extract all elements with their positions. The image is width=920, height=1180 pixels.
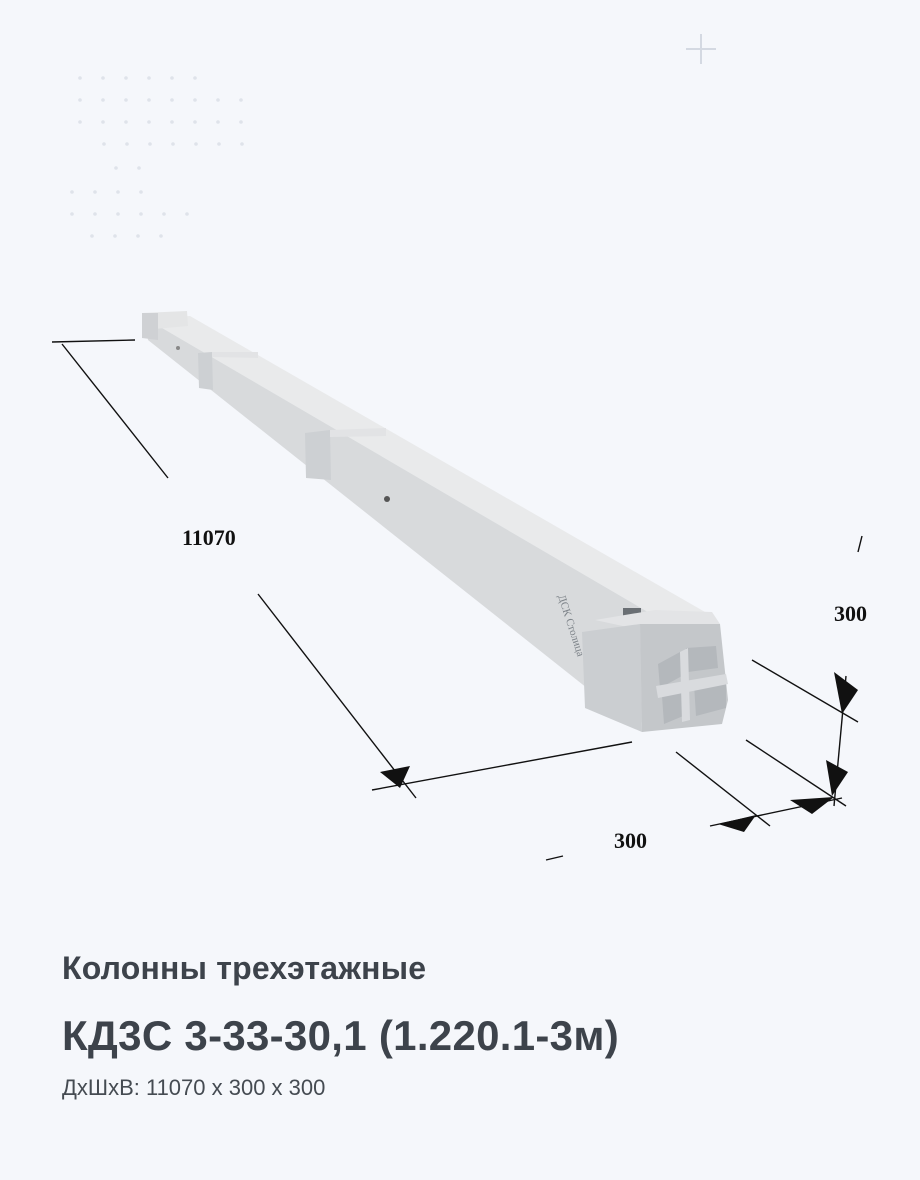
decor-dot xyxy=(147,76,151,80)
decor-dot xyxy=(70,190,74,194)
decor-dot xyxy=(78,98,82,102)
decor-dot xyxy=(216,120,220,124)
decor-dot xyxy=(101,76,105,80)
decor-dot xyxy=(171,142,175,146)
decor-dot xyxy=(217,142,221,146)
arrow-icon xyxy=(718,815,756,832)
decor-dot xyxy=(239,120,243,124)
decor-dot xyxy=(93,190,97,194)
column-end-front xyxy=(582,624,642,732)
decor-dot xyxy=(216,98,220,102)
decor-dot xyxy=(124,120,128,124)
decor-dot xyxy=(136,234,140,238)
decor-dot xyxy=(147,120,151,124)
column-render: ДСК Столица xyxy=(142,311,728,732)
product-drawing: ДСК Столица 11070 300 300 xyxy=(51,34,867,861)
decor-dot xyxy=(78,120,82,124)
height-label: 300 xyxy=(834,601,867,626)
decor-dot xyxy=(193,98,197,102)
column-console xyxy=(305,428,386,480)
length-label: 11070 xyxy=(182,525,236,550)
decor-dot xyxy=(170,76,174,80)
decor-dot xyxy=(78,76,82,80)
decor-dot xyxy=(148,142,152,146)
column-front-face xyxy=(145,318,665,730)
decor-dot xyxy=(139,212,143,216)
decor-dot xyxy=(113,234,117,238)
dimension-length xyxy=(51,339,633,799)
decor-dot xyxy=(170,98,174,102)
decor-dot xyxy=(101,120,105,124)
decor-dot xyxy=(159,234,163,238)
decor-dot xyxy=(147,98,151,102)
arrow-icon xyxy=(790,797,834,814)
decor-dot xyxy=(170,120,174,124)
decor-dot xyxy=(185,212,189,216)
product-title: КД3С 3-33-30,1 (1.220.1-3м) xyxy=(62,1012,619,1059)
decor-dot xyxy=(101,98,105,102)
arrow-icon xyxy=(380,766,410,788)
decor-dot xyxy=(125,142,129,146)
dimension-height xyxy=(751,535,863,807)
decor-dot xyxy=(139,190,143,194)
product-category: Колонны трехэтажные xyxy=(62,950,427,986)
decor-dot xyxy=(193,76,197,80)
decor-dot xyxy=(137,166,141,170)
decor-dot xyxy=(116,212,120,216)
decor-dot xyxy=(70,212,74,216)
decor-dot xyxy=(116,190,120,194)
decor-dot xyxy=(102,142,106,146)
decor-dot xyxy=(194,142,198,146)
decor-dot xyxy=(124,98,128,102)
product-dimensions: ДхШхВ: 11070 х 300 х 300 xyxy=(62,1075,326,1100)
decor-dot xyxy=(162,212,166,216)
column-top-face xyxy=(145,316,712,622)
decor-dot xyxy=(239,98,243,102)
decor-dot xyxy=(193,120,197,124)
arrow-icon xyxy=(834,672,858,714)
column-console xyxy=(198,352,258,390)
decor-dot xyxy=(240,142,244,146)
plus-icon xyxy=(686,34,716,64)
decor-dot xyxy=(90,234,94,238)
decor-dot xyxy=(93,212,97,216)
arrow-icon xyxy=(826,760,848,796)
decor-dot xyxy=(114,166,118,170)
decor-dot xyxy=(124,76,128,80)
dot-grid xyxy=(70,76,244,238)
width-label: 300 xyxy=(614,828,647,853)
